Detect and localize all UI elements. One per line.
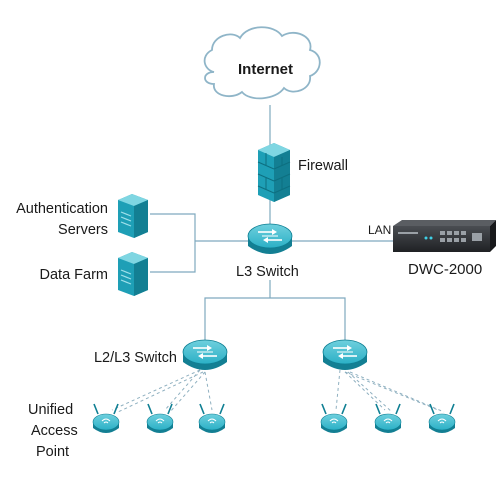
access-point-icon bbox=[320, 403, 348, 433]
switch-icon bbox=[322, 339, 368, 370]
switch-icon bbox=[182, 339, 228, 370]
data-farm-label: Data Farm bbox=[39, 267, 109, 283]
link-data-farm bbox=[150, 241, 196, 273]
access-point-icon bbox=[146, 403, 174, 433]
internet-label: Internet bbox=[238, 61, 294, 78]
switch-icon bbox=[247, 223, 293, 254]
wireless-links bbox=[111, 369, 445, 413]
server-icon bbox=[118, 252, 148, 296]
access-point-icon bbox=[92, 403, 120, 433]
lan-label: LAN bbox=[368, 223, 392, 237]
dwc-2000-label: DWC-2000 bbox=[408, 261, 483, 278]
link-auth-servers bbox=[150, 213, 196, 241]
unified-access-point-label-line3: Point bbox=[36, 444, 70, 460]
access-point-icon bbox=[198, 403, 226, 433]
access-point-icon bbox=[374, 403, 402, 433]
firewall-label: Firewall bbox=[298, 158, 348, 174]
server-icon bbox=[118, 194, 148, 238]
authentication-servers-label-line2: Servers bbox=[58, 222, 108, 238]
l2-l3-switch-label: L2/L3 Switch bbox=[93, 350, 177, 366]
authentication-servers-label-line1: Authentication bbox=[16, 201, 108, 217]
access-point-icon bbox=[428, 403, 456, 433]
wireless-controller-icon bbox=[393, 220, 496, 252]
l3-switch-label: L3 Switch bbox=[236, 264, 299, 280]
unified-access-point-label-line1: Unified bbox=[28, 402, 74, 418]
internet-cloud-icon bbox=[203, 26, 321, 100]
link-distribution-bus bbox=[204, 297, 346, 345]
firewall-icon bbox=[257, 143, 291, 202]
unified-access-point-label-line2: Access bbox=[31, 423, 78, 439]
